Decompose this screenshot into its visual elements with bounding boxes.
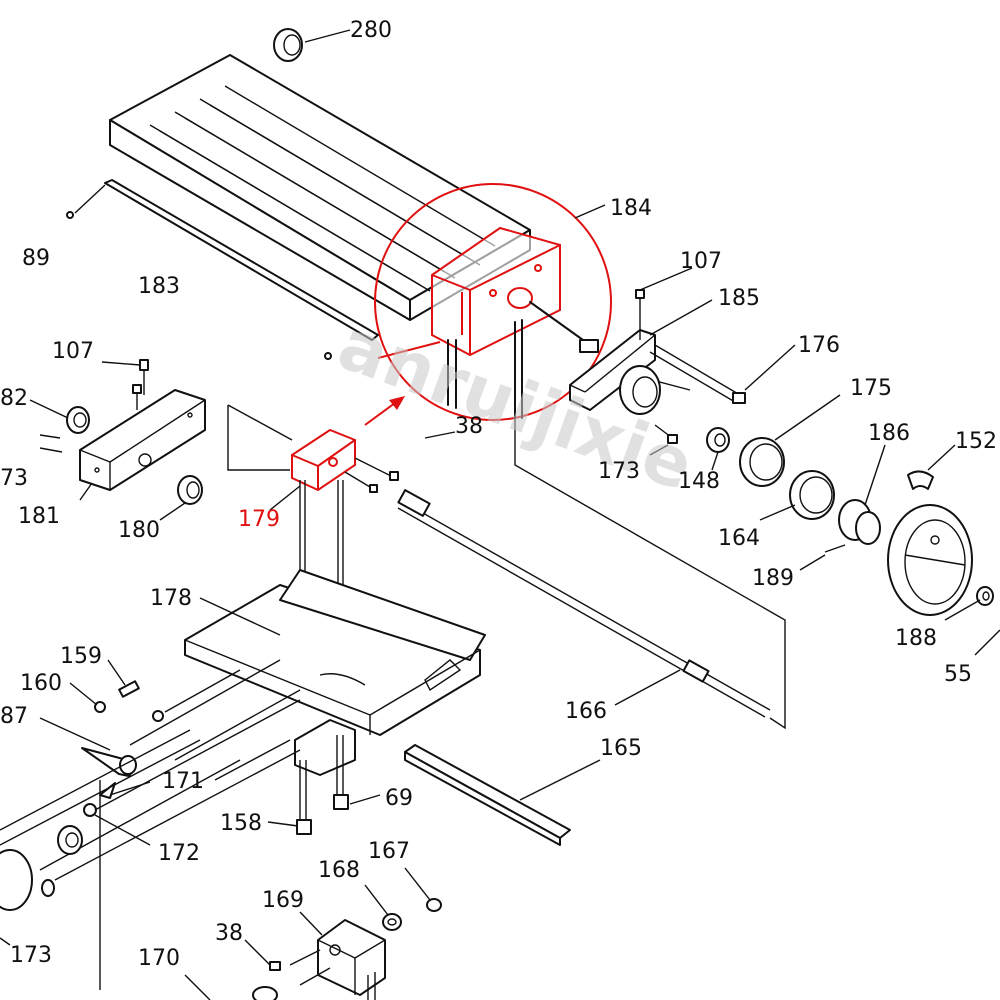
label-73: 73 [0,466,28,491]
label-171: 171 [162,769,204,794]
gib-165 [404,744,571,846]
bolt-158 [296,760,312,835]
label-172: 172 [158,841,200,866]
label-280: 280 [350,18,392,43]
part-148 [706,427,730,453]
label-181: 181 [18,504,60,529]
label-158: 158 [220,811,262,836]
label-170: 170 [138,946,180,971]
label-169: 169 [262,888,304,913]
label-152: 152 [955,429,997,454]
zoom-callout-184 [374,183,612,421]
label-165: 165 [600,736,642,761]
part-82 [66,406,90,434]
label-173-left: 173 [10,943,52,968]
screws-107-left [39,359,149,453]
label-89: 89 [22,246,50,271]
saddle-178 [184,569,486,776]
label-38-bottom: 38 [215,921,243,946]
label-166: 166 [565,699,607,724]
label-176: 176 [798,333,840,358]
label-107-left: 107 [52,339,94,364]
block-169 [269,919,386,1000]
ring-164 [789,470,835,520]
label-184: 184 [610,196,652,221]
strip-183 [74,179,379,341]
label-160: 160 [20,671,62,696]
label-175: 175 [850,376,892,401]
label-159: 159 [60,644,102,669]
pin-189 [824,544,846,553]
part-179-highlight [291,428,356,492]
screw-89 [66,211,74,219]
label-38-top: 38 [455,414,483,439]
bracket-181 [79,389,206,491]
label-55: 55 [944,662,972,687]
label-183: 183 [138,274,180,299]
leader-lines [0,267,1000,1000]
label-179: 179 [238,507,280,532]
screw-173-right [654,424,678,444]
label-69: 69 [385,786,413,811]
small-screw [324,352,332,360]
label-178: 178 [150,586,192,611]
label-107-right: 107 [680,249,722,274]
part-152 [907,470,934,490]
shaft-166 [397,418,786,730]
bracket-185 [569,289,691,415]
handwheel [887,504,973,616]
label-188: 188 [895,626,937,651]
shaft-176 [649,344,746,404]
label-189: 189 [752,566,794,591]
label-82: 82 [0,386,28,411]
part-170 [252,986,278,1000]
label-87: 87 [0,704,28,729]
label-148: 148 [678,469,720,494]
part-labels: 280 184 107 185 176 175 186 152 89 183 1… [0,18,997,971]
part-180 [177,475,203,505]
bolt-69 [333,735,349,810]
label-185: 185 [718,286,760,311]
label-173-right: 173 [598,459,640,484]
base-rails [0,729,301,990]
arrow-indicator [364,396,405,426]
small-parts-row [81,659,301,817]
label-180: 180 [118,518,160,543]
label-164: 164 [718,526,760,551]
clip-167 [426,898,442,912]
collar-186 [838,499,881,545]
label-168: 168 [318,858,360,883]
label-167: 167 [368,839,410,864]
washer-168 [382,913,402,931]
part-280 [273,28,351,62]
nut-188 [976,586,994,606]
ring-175 [739,437,785,487]
label-186: 186 [868,421,910,446]
